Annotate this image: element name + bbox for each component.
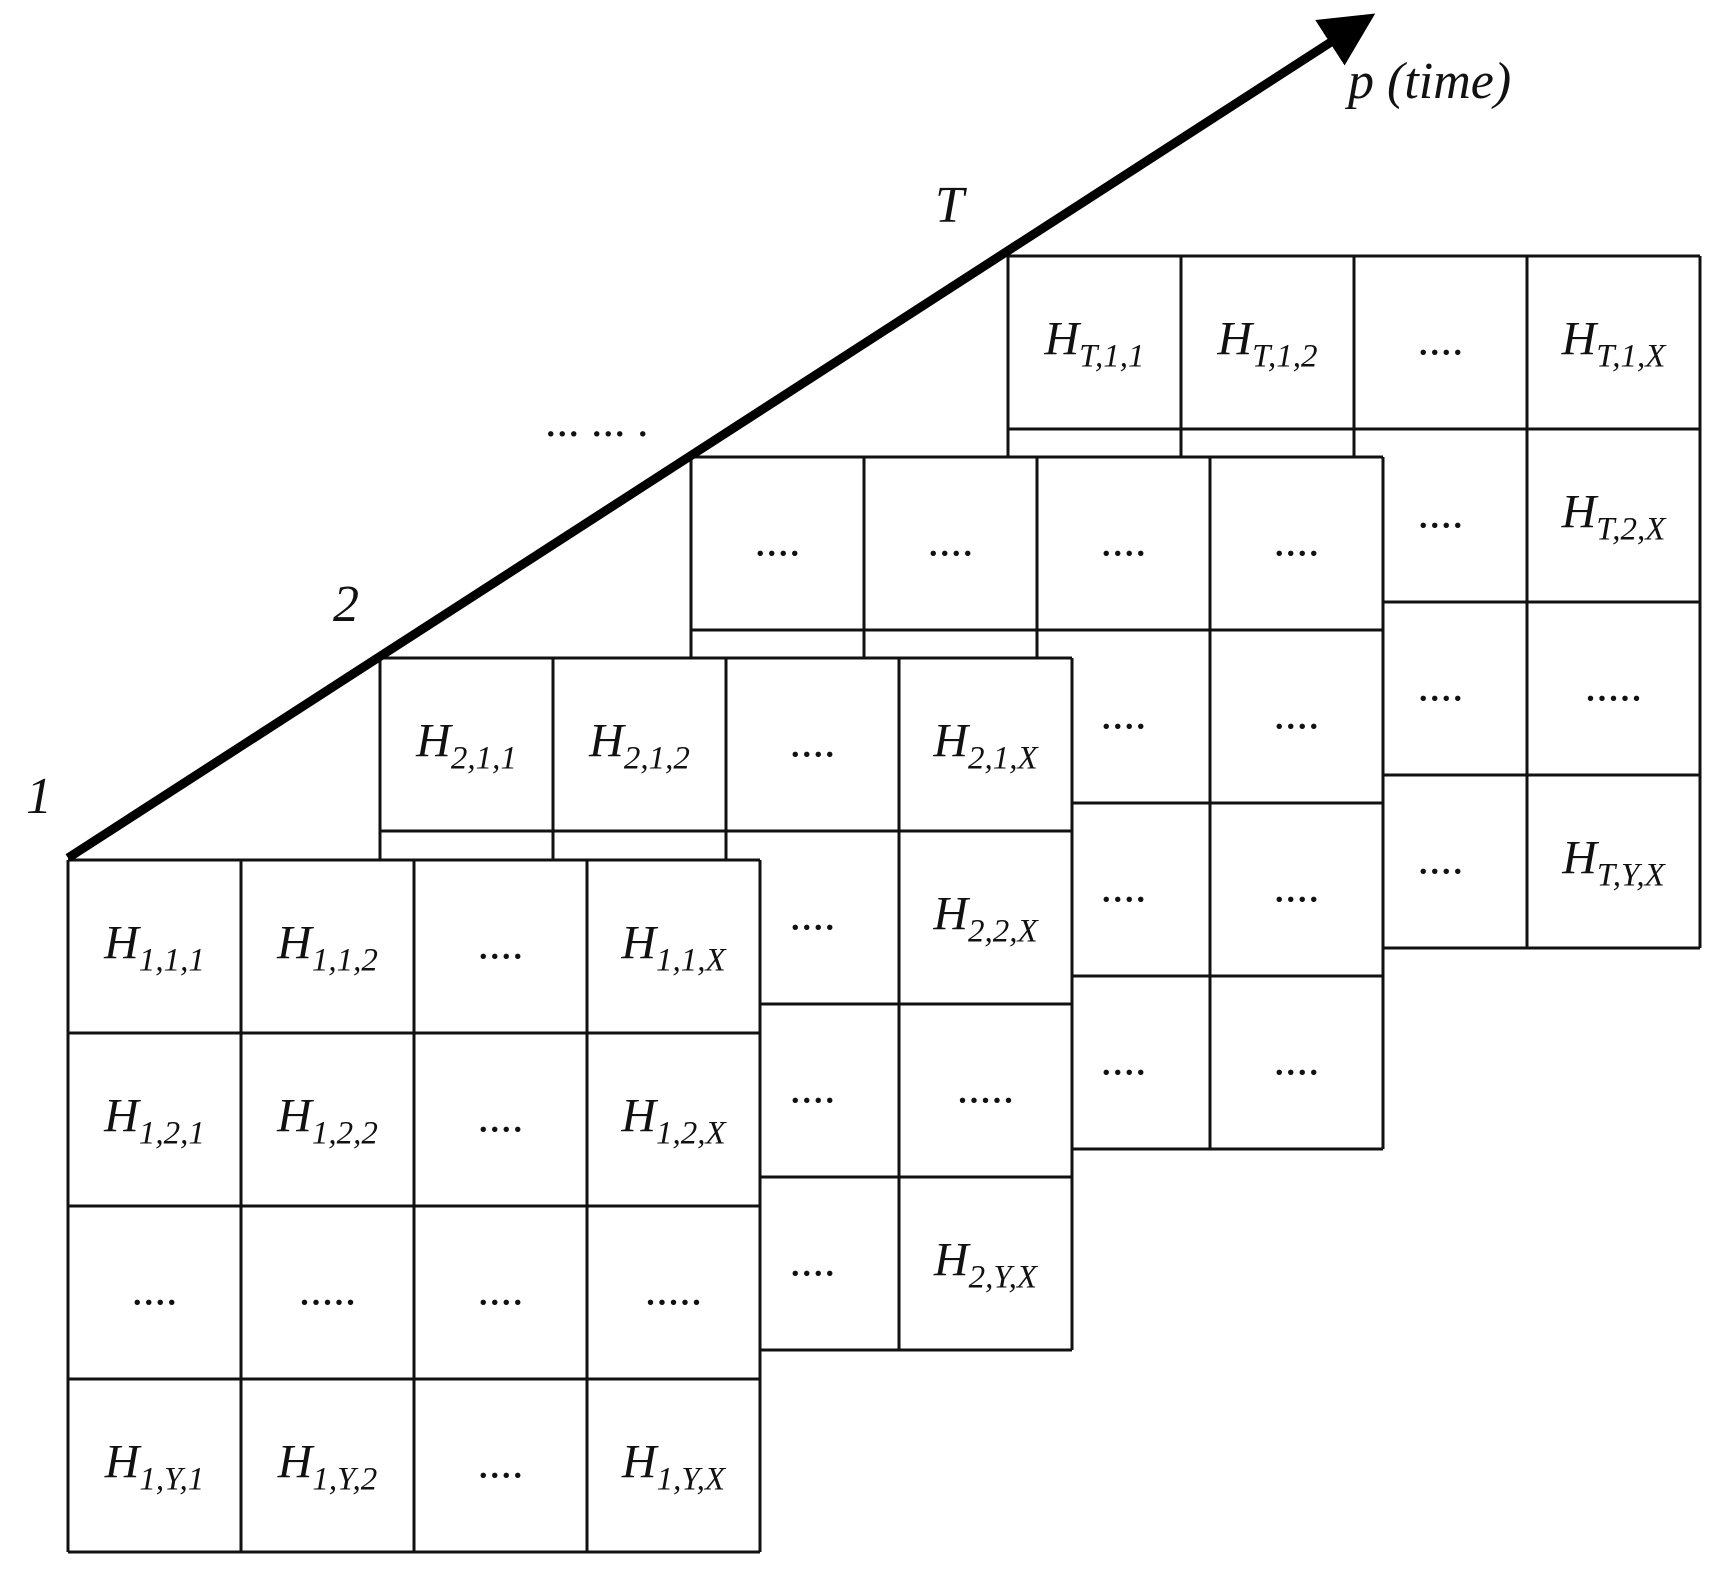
ellipsis-cell: .... [478,1437,524,1488]
cell-symbol: H [1561,313,1599,366]
matrix-cell-H-T-2-X: HT,2,X [1561,486,1668,548]
cell-subscript: 1,2,X [656,1116,728,1152]
ellipsis-cell: .... [1274,1034,1320,1085]
layer-index-1: 1 [26,768,52,825]
matrix-cell-H-1-2-2: H1,2,2 [276,1090,378,1152]
layer-index-T: T [935,177,967,234]
cell-symbol: H [276,917,314,970]
cell-subscript: T,Y,X [1597,858,1667,894]
ellipsis-cell: .... [1274,861,1320,912]
ellipsis-cell: .... [132,1264,178,1315]
ellipsis-cell: .... [478,1091,524,1142]
cell-symbol: H [277,1436,315,1489]
cell-subscript: T,2,X [1596,512,1667,548]
ellipsis-cell: .... [1101,515,1147,566]
cell-subscript: 2,1,1 [451,741,517,777]
ellipsis-cell: .... [1418,487,1464,538]
time-axis-label: p (time) [1344,53,1511,110]
matrix-cell-H-2-2-X: H2,2,X [932,888,1039,950]
matrix-cell-H-1-1-1: H1,1,1 [103,917,205,979]
cell-subscript: T,1,2 [1252,339,1317,375]
cell-symbol: H [104,1436,142,1489]
matrix-cell-H-1-1-X: H1,1,X [620,917,727,979]
cell-symbol: H [103,1090,141,1143]
cell-subscript: T,1,1 [1079,339,1144,375]
ellipsis-cell: .... [478,1264,524,1315]
cell-symbol: H [1216,313,1254,366]
ellipsis-cell: .... [1418,660,1464,711]
cell-symbol: H [933,1234,971,1287]
cell-subscript: 1,Y,2 [312,1462,377,1498]
matrix-cell-H-1-2-X: H1,2,X [620,1090,727,1152]
cell-symbol: H [415,715,453,768]
cell-subscript: 1,Y,1 [139,1462,204,1498]
cell-symbol: H [621,1436,659,1489]
ellipsis-cell: ..... [299,1264,357,1315]
matrix-cell-H-1-2-1: H1,2,1 [103,1090,205,1152]
ellipsis-cell: .... [790,716,836,767]
matrix-cell-H-1-1-2: H1,1,2 [276,917,378,979]
ellipsis-cell: .... [790,1235,836,1286]
cell-subscript: 1,1,1 [139,943,205,979]
ellipsis-cell: ..... [645,1264,703,1315]
ellipsis-cell: .... [755,515,801,566]
ellipsis-cell: .... [790,889,836,940]
matrix-cell-H-T-Y-X: HT,Y,X [1561,832,1666,894]
matrix-cell-H-T-1-2: HT,1,2 [1216,313,1317,375]
cell-subscript: 1,1,X [656,943,728,979]
matrix-cell-H-T-1-1: HT,1,1 [1043,313,1144,375]
cell-symbol: H [932,888,970,941]
cell-symbol: H [620,1090,658,1143]
cell-symbol: H [1561,486,1599,539]
layer-index-2: 2 [333,576,359,633]
cell-subscript: 1,2,1 [139,1116,205,1152]
ellipsis-cell: .... [1418,314,1464,365]
matrix-cell-H-2-Y-X: H2,Y,X [933,1234,1039,1296]
cell-symbol: H [276,1090,314,1143]
cell-symbol: H [932,715,970,768]
matrix-cell-H-1-Y-1: H1,Y,1 [104,1436,205,1498]
cell-symbol: H [1561,832,1599,885]
ellipsis-cell: ..... [957,1062,1015,1113]
cell-subscript: T,1,X [1596,339,1667,375]
cell-subscript: 2,2,X [968,914,1040,950]
matrix-cell-H-T-1-X: HT,1,X [1561,313,1668,375]
matrix-cell-H-2-1-X: H2,1,X [932,715,1039,777]
ellipsis-cell: ..... [1585,660,1643,711]
ellipsis-cell: .... [1274,688,1320,739]
cell-subscript: 2,1,X [968,741,1040,777]
cell-subscript: 1,Y,X [657,1462,727,1498]
cell-subscript: 2,Y,X [969,1260,1039,1296]
cell-subscript: 2,1,2 [624,741,690,777]
matrix-cell-H-1-Y-2: H1,Y,2 [277,1436,378,1498]
ellipsis-cell: .... [790,1062,836,1113]
cell-symbol: H [588,715,626,768]
ellipsis-cell: .... [1101,1034,1147,1085]
ellipsis-cell: .... [1418,833,1464,884]
matrix-cell-H-2-1-1: H2,1,1 [415,715,517,777]
matrix-cell-H-1-Y-X: H1,Y,X [621,1436,727,1498]
cell-symbol: H [1043,313,1081,366]
time-axis-arrow [65,13,1376,862]
ellipsis-cell: .... [1101,688,1147,739]
cell-symbol: H [620,917,658,970]
intermediate-layers-ellipsis: ... ... . [545,395,649,446]
ellipsis-cell: .... [928,515,974,566]
cell-symbol: H [103,917,141,970]
matrix-cell-H-2-1-2: H2,1,2 [588,715,690,777]
ellipsis-cell: .... [1101,861,1147,912]
cell-subscript: 1,2,2 [312,1116,378,1152]
cell-subscript: 1,1,2 [312,943,378,979]
ellipsis-cell: .... [478,918,524,969]
ellipsis-cell: .... [1274,515,1320,566]
